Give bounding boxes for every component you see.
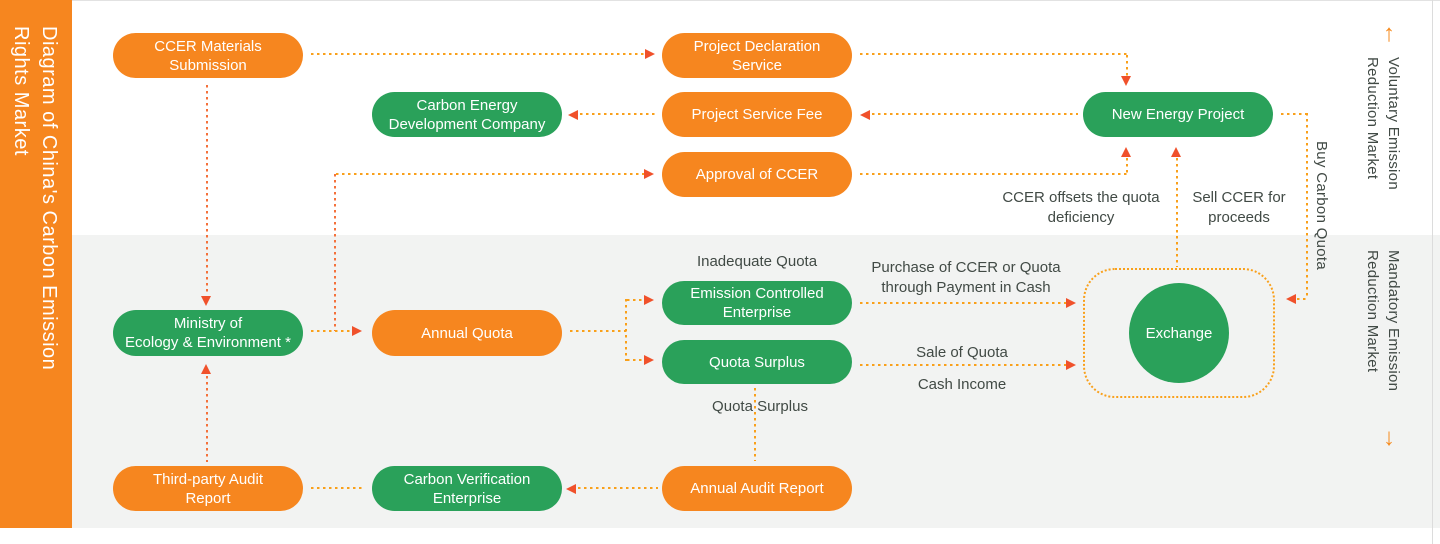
connector-purchase-to-exchange [860, 302, 1066, 304]
arrowhead-into-project-service-fee [860, 110, 870, 120]
arrowhead-into-emission-controlled [644, 295, 654, 305]
label-cash-income: Cash Income [917, 376, 1007, 393]
node-label: Quota Surplus [709, 353, 805, 371]
arrowhead-into-new-energy-top [1121, 76, 1131, 86]
label-sell-ccer: Sell CCER for proceeds [1192, 189, 1286, 226]
connector-buy-quota-v [1306, 113, 1308, 299]
label-voluntary-market: Voluntary Emission Reduction Market [1364, 57, 1402, 190]
arrowhead-sale-into-exchange [1066, 360, 1076, 370]
connector-split-to-emission-controlled [627, 299, 644, 301]
label-purchase-of-ccer: Purchase of CCER or Quota through Paymen… [871, 259, 1061, 296]
node-exchange: Exchange [1129, 283, 1229, 383]
node-annual-quota: Annual Quota [372, 310, 562, 356]
arrowhead-into-annual-quota [352, 326, 362, 336]
node-label: Project Service Fee [691, 106, 823, 123]
right-border [1432, 0, 1433, 544]
down-arrow-icon: ↓ [1383, 424, 1395, 451]
node-label: Annual Audit Report [690, 480, 824, 497]
node-project-service-fee: Project Service Fee [662, 92, 852, 137]
connector-ministry-to-approval-v [334, 174, 336, 331]
arrowhead-into-project-declaration [645, 49, 655, 59]
node-label: Ministry of Ecology & Environment * [125, 315, 291, 351]
node-label: Annual Quota [421, 324, 513, 342]
connector-ccer-materials-to-declaration [311, 53, 645, 55]
node-label: Exchange [1145, 324, 1213, 342]
connector-service-fee-to-carbon-energy [580, 113, 655, 115]
arrowhead-into-new-energy-bottom-right [1171, 147, 1181, 157]
node-approval-of-ccer: Approval of CCER [662, 152, 852, 197]
node-carbon-energy-development-company: Carbon Energy Development Company [372, 92, 562, 137]
arrowhead-into-carbon-energy-company [568, 110, 578, 120]
arrowhead-into-ministry-bottom [201, 364, 211, 374]
node-quota-surplus: Quota Surplus [662, 340, 852, 384]
connector-exchange-to-new-energy [1176, 158, 1178, 267]
page-title: Diagram of China's Carbon Emission Right… [10, 26, 60, 371]
connector-buy-quota-h2 [1297, 298, 1307, 300]
node-annual-audit-report: Annual Audit Report [662, 466, 852, 511]
label-inadequate-quota: Inadequate Quota [696, 253, 818, 270]
node-carbon-verification-enterprise: Carbon Verification Enterprise [372, 466, 562, 511]
up-arrow-icon: ↑ [1383, 20, 1395, 47]
connector-annual-quota-split-h [570, 330, 626, 332]
connector-third-party-to-ministry [206, 376, 208, 462]
arrowhead-into-new-energy-bottom-left [1121, 147, 1131, 157]
node-emission-controlled-enterprise: Emission Controlled Enterprise [662, 281, 852, 325]
connector-sale-to-exchange [860, 364, 1066, 366]
connector-buy-quota-h1 [1281, 113, 1307, 115]
node-label: Project Declaration Service [693, 37, 821, 74]
label-buy-carbon-quota: Buy Carbon Quota [1313, 141, 1330, 271]
node-new-energy-project: New Energy Project [1083, 92, 1273, 137]
node-label: CCER Materials Submission [154, 37, 262, 74]
node-ministry-of-ecology-environment: Ministry of Ecology & Environment * [113, 310, 303, 356]
connector-annual-audit-to-quota-surplus [754, 388, 756, 461]
node-label: New Energy Project [1111, 106, 1245, 123]
label-mandatory-market: Mandatory Emission Reduction Market [1364, 250, 1402, 392]
arrowhead-into-exchange-right [1286, 294, 1296, 304]
arrowhead-into-ministry-top [201, 296, 211, 306]
connector-split-to-quota-surplus [627, 359, 644, 361]
node-label: Approval of CCER [695, 166, 819, 183]
arrowhead-purchase-into-exchange [1066, 298, 1076, 308]
node-label: Emission Controlled Enterprise [690, 285, 824, 321]
top-border [0, 0, 1440, 1]
connector-approval-to-new-energy-v [1126, 158, 1128, 174]
arrowhead-into-quota-surplus [644, 355, 654, 365]
node-third-party-audit-report: Third-party Audit Report [113, 466, 303, 511]
exchange-boundary [1083, 268, 1275, 398]
node-label: Third-party Audit Report [152, 470, 264, 507]
label-quota-surplus: Quota Surplus [712, 398, 808, 415]
label-ccer-offsets: CCER offsets the quota deficiency [1002, 189, 1160, 226]
node-label: Carbon Verification Enterprise [403, 470, 531, 507]
arrowhead-into-carbon-verification [566, 484, 576, 494]
label-sale-of-quota: Sale of Quota [916, 344, 1008, 361]
arrowhead-into-approval-of-ccer [644, 169, 654, 179]
connector-annual-quota-split-v [625, 299, 627, 361]
connector-ccer-materials-to-ministry [206, 85, 208, 295]
connector-declaration-to-new-energy-h [860, 53, 1128, 55]
connector-annual-audit-to-verification [578, 487, 658, 489]
node-ccer-materials-submission: CCER Materials Submission [113, 33, 303, 78]
node-project-declaration-service: Project Declaration Service [662, 33, 852, 78]
node-label: Carbon Energy Development Company [388, 96, 546, 133]
connector-declaration-to-new-energy-v [1126, 55, 1128, 76]
connector-approval-to-new-energy-h [860, 173, 1128, 175]
connector-verification-to-third-party [311, 487, 363, 489]
connector-ministry-to-approval-h [336, 173, 644, 175]
connector-new-energy-to-service-fee [872, 113, 1078, 115]
title-sidebar: Diagram of China's Carbon Emission Right… [0, 0, 72, 528]
connector-ministry-to-annual-quota [311, 330, 352, 332]
